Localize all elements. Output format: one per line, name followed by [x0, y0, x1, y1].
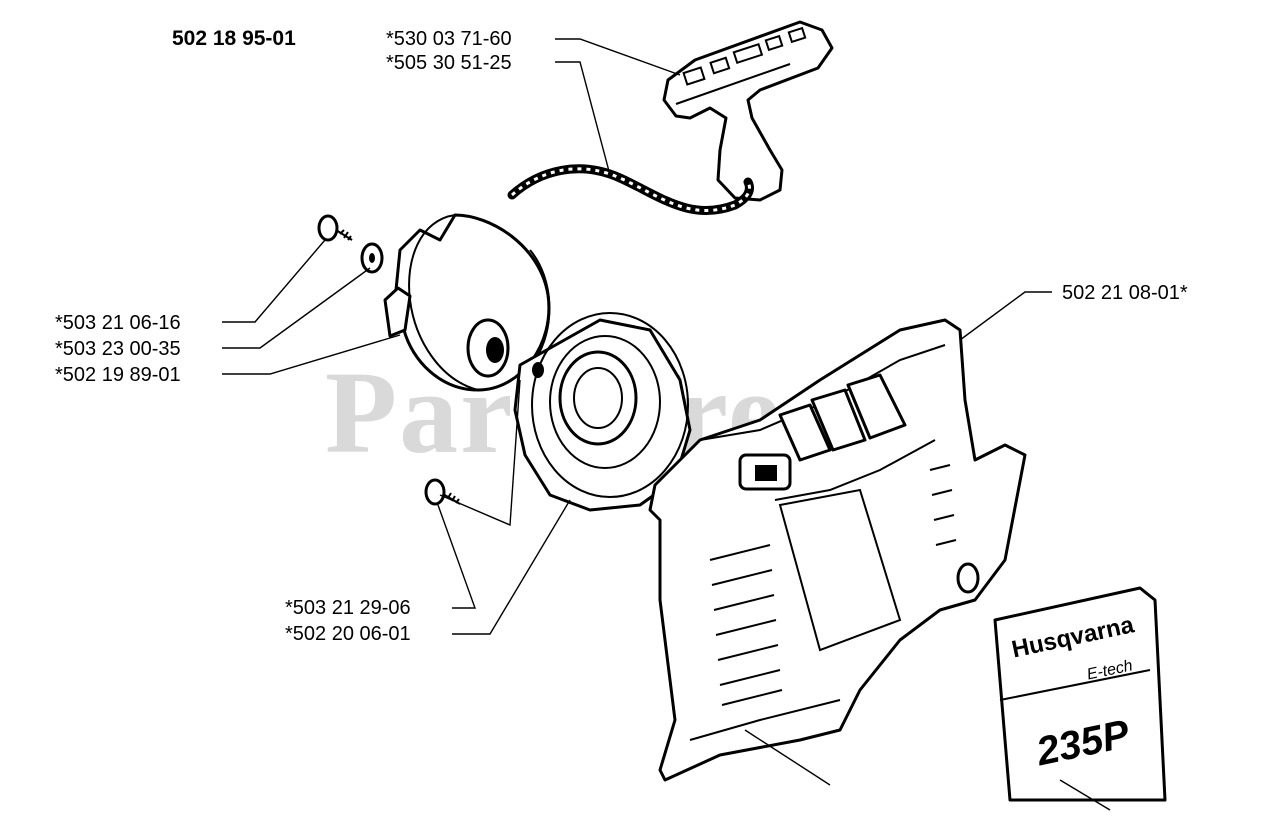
callout-screw-top: *503 21 06-16 [55, 312, 181, 334]
leader-lines [222, 38, 1111, 811]
callout-rope: *505 30 51-25 [386, 52, 512, 74]
screw-top [317, 214, 353, 242]
starter-rope [507, 164, 754, 215]
washer [360, 242, 384, 274]
pulley [383, 213, 551, 392]
callout-pulley: *502 19 89-01 [55, 364, 181, 386]
callout-spring-housing: *502 20 06-01 [285, 623, 411, 645]
starter-handle [662, 20, 834, 202]
decal-model: 235P [1032, 711, 1134, 775]
screw-bottom [424, 478, 461, 506]
callout-washer: *503 23 00-35 [55, 338, 181, 360]
callout-cover: 502 21 08-01* [1062, 282, 1188, 304]
callout-screw-bottom: *503 21 29-06 [285, 597, 411, 619]
starter-cover [648, 318, 1027, 782]
model-decal [993, 586, 1167, 802]
callout-handle: *530 03 71-60 [386, 28, 512, 50]
assembly-number: 502 18 95-01 [172, 27, 296, 50]
spring-housing [513, 312, 692, 512]
